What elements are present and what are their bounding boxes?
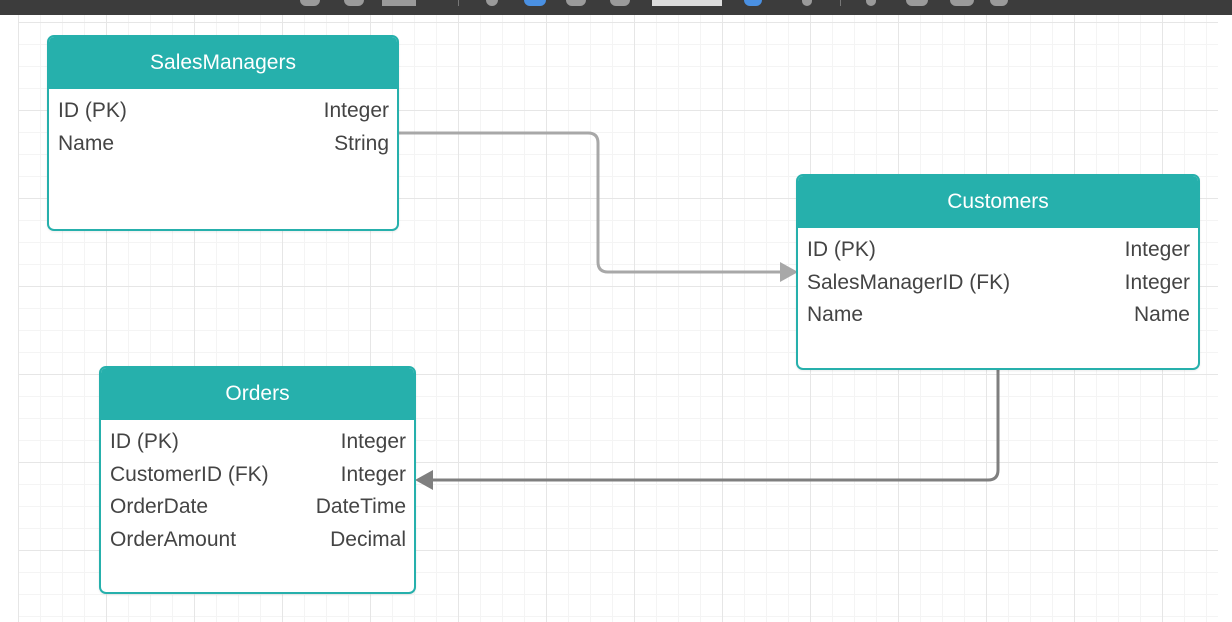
field-type: Integer bbox=[1124, 270, 1190, 294]
toolbar-button-icon[interactable] bbox=[802, 0, 812, 6]
toolbar-button-icon[interactable] bbox=[382, 0, 416, 6]
entity-title: Orders bbox=[101, 368, 414, 420]
field-name: OrderDate bbox=[110, 495, 209, 518]
toolbar-button-icon[interactable] bbox=[866, 0, 876, 6]
toolbar-button-icon[interactable] bbox=[610, 0, 630, 6]
field-name: Name bbox=[58, 131, 115, 155]
field-row[interactable]: Name Name bbox=[807, 299, 1190, 332]
connector-customers-orders[interactable] bbox=[430, 369, 1000, 482]
field-name: CustomerID (FK) bbox=[110, 462, 269, 486]
field-name: ID (PK) bbox=[110, 430, 179, 453]
field-type: Integer bbox=[340, 462, 406, 486]
field-name: Name bbox=[807, 303, 864, 326]
entity-customers[interactable]: Customers ID (PK) Integer SalesManagerID… bbox=[796, 174, 1200, 370]
field-type: Name bbox=[1133, 303, 1190, 326]
toolbar-button-icon[interactable] bbox=[950, 0, 974, 6]
toolbar-divider bbox=[840, 0, 841, 6]
entity-title: Customers bbox=[798, 176, 1198, 228]
field-name: ID (PK) bbox=[807, 238, 876, 261]
arrowhead-orders bbox=[415, 470, 433, 490]
field-type: Integer bbox=[340, 430, 406, 453]
toolbar-button-icon[interactable] bbox=[652, 0, 722, 6]
field-type: Decimal bbox=[330, 527, 406, 551]
field-row[interactable]: CustomerID (FK) Integer bbox=[110, 459, 406, 492]
field-row[interactable]: SalesManagerID (FK) Integer bbox=[807, 267, 1190, 300]
field-row[interactable]: OrderDate DateTime bbox=[110, 491, 406, 524]
entity-orders[interactable]: Orders ID (PK) Integer CustomerID (FK) I… bbox=[99, 366, 416, 594]
field-row[interactable]: ID (PK) Integer bbox=[110, 426, 406, 459]
entity-fields: ID (PK) Integer SalesManagerID (FK) Inte… bbox=[798, 228, 1198, 332]
field-type: DateTime bbox=[315, 495, 406, 518]
toolbar-button-icon[interactable] bbox=[566, 0, 586, 6]
toolbar bbox=[0, 0, 1232, 15]
field-name: ID (PK) bbox=[58, 99, 127, 122]
connector-salesmanagers-customers[interactable] bbox=[398, 131, 782, 274]
field-row[interactable]: Name String bbox=[58, 128, 389, 161]
field-row[interactable]: ID (PK) Integer bbox=[807, 234, 1190, 267]
field-type: String bbox=[334, 131, 389, 155]
field-row[interactable]: ID (PK) Integer bbox=[58, 95, 389, 128]
toolbar-button-icon[interactable] bbox=[744, 0, 762, 6]
toolbar-button-icon[interactable] bbox=[906, 0, 928, 6]
field-name: SalesManagerID (FK) bbox=[807, 270, 1011, 294]
toolbar-button-icon[interactable] bbox=[344, 0, 364, 6]
field-type: Integer bbox=[1124, 238, 1190, 261]
field-type: Integer bbox=[323, 99, 389, 122]
toolbar-divider bbox=[458, 0, 459, 6]
field-name: OrderAmount bbox=[110, 527, 237, 551]
toolbar-button-icon[interactable] bbox=[524, 0, 546, 6]
toolbar-button-icon[interactable] bbox=[300, 0, 320, 6]
field-row[interactable]: OrderAmount Decimal bbox=[110, 524, 406, 557]
arrowhead-customers bbox=[780, 262, 798, 282]
entity-salesmanagers[interactable]: SalesManagers ID (PK) Integer Name Strin… bbox=[47, 35, 399, 231]
toolbar-button-icon[interactable] bbox=[990, 0, 1008, 6]
entity-fields: ID (PK) Integer CustomerID (FK) Integer … bbox=[101, 420, 414, 556]
toolbar-button-icon[interactable] bbox=[486, 0, 498, 6]
entity-fields: ID (PK) Integer Name String bbox=[49, 89, 397, 160]
entity-title: SalesManagers bbox=[49, 37, 397, 89]
